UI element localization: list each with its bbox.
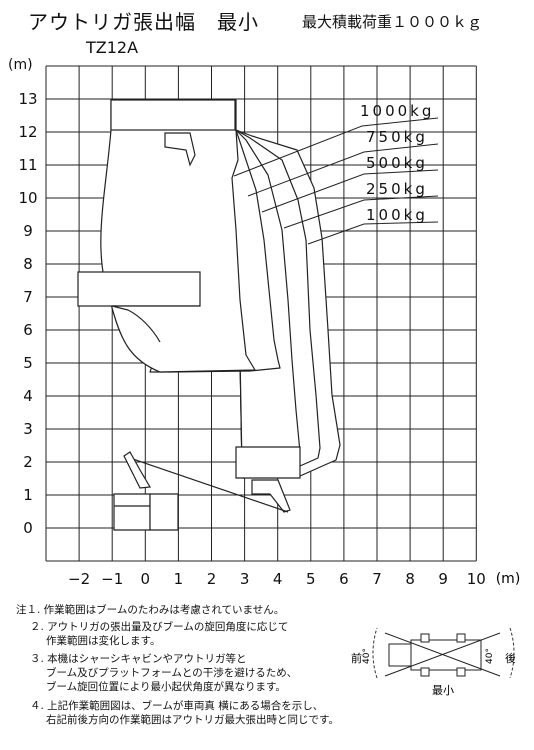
leader-500kg [261, 169, 439, 213]
y-tick-label: 9 [23, 222, 33, 240]
y-tick-label: 5 [23, 354, 33, 372]
leader-100kg [307, 221, 439, 245]
inset-dashed-circle-right [509, 627, 515, 679]
chassis-left [113, 493, 151, 531]
rotation-inset: 前 後 40° 40° 最小 [351, 627, 515, 697]
lower-bracket [251, 479, 291, 513]
leader-1000kg [233, 117, 439, 177]
leader-250kg [283, 195, 439, 229]
x-tick-label: 10 [467, 570, 486, 588]
load-label: 500kg [366, 154, 428, 172]
x-tick-label: 3 [240, 570, 250, 588]
y-tick-label: 4 [23, 387, 33, 405]
boom-line [123, 455, 289, 513]
boom-base [123, 451, 151, 489]
x-tick-label: 9 [438, 570, 448, 588]
x-tick-label: 0 [141, 570, 151, 588]
inset-angle-right: 40° [485, 648, 495, 664]
note-3-cont: ブーム及びプラットフォームとの干渉を避けるため、 [46, 667, 298, 679]
note-4-cont: 右記前後方向の作業範囲はアウトリガ最大張出時と同じです。 [46, 714, 339, 726]
load-label: 1000kg [360, 102, 434, 120]
x-tick-label: 1 [174, 570, 184, 588]
top-platform [110, 99, 236, 131]
y-tick-label: 3 [23, 420, 33, 438]
leader-750kg [247, 143, 439, 197]
load-label: 250kg [366, 180, 428, 198]
inset-front-label: 前 [351, 651, 362, 665]
load-label: 750kg [366, 128, 428, 146]
x-tick-label: 2 [207, 570, 217, 588]
y-tick-label: 12 [18, 123, 37, 141]
top-bracket [164, 132, 196, 167]
y-tick-label: 10 [18, 189, 37, 207]
model-name: TZ12A [86, 38, 139, 57]
load-label: 100kg [366, 206, 428, 224]
inset-dashed-circle [372, 627, 378, 679]
note-3-cont2: ブーム旋回位置により最小起伏角度が異なります。 [46, 681, 286, 693]
lower-platform [235, 446, 301, 479]
inset-cab [388, 643, 412, 667]
note-4: ４. 上記作業範囲図は、ブームが車両真 横にある場合を示し、 [30, 700, 324, 712]
x-tick-label: 7 [372, 570, 382, 588]
y-tick-label: 1 [23, 486, 33, 504]
y-tick-label: 11 [18, 156, 37, 174]
y-tick-label: 0 [23, 519, 33, 537]
x-tick-label: 8 [405, 570, 415, 588]
note-1: 注１. 作業範囲はブームのたわみは考慮されていません。 [16, 604, 285, 616]
y-tick-label: 2 [23, 453, 33, 471]
y-axis-unit: (m) [8, 57, 33, 73]
max-load-label: 最大積載荷重１０００ｋｇ [302, 13, 483, 31]
inset-angle-left: 40° [362, 648, 372, 664]
note-2: ２. アウトリガの張出量及びブームの旋回角度に応じて [30, 621, 289, 633]
diagram-title: アウトリガ張出幅 最小 [28, 10, 259, 34]
chassis-right [149, 493, 179, 531]
inset-rear-label: 後 [505, 651, 515, 665]
inset-label: 最小 [432, 684, 454, 697]
inset-body [410, 639, 482, 671]
x-tick-label: 6 [339, 570, 349, 588]
note-3: ３. 本機はシャーシキャビンやアウトリガ等と [30, 653, 247, 665]
y-tick-label: 7 [23, 288, 33, 306]
note-2-cont: 作業範囲は変化します。 [46, 635, 161, 647]
x-tick-label: −2 [68, 570, 90, 588]
left-bracket [111, 305, 200, 343]
x-tick-label: −1 [101, 570, 123, 588]
y-tick-label: 13 [18, 90, 37, 108]
x-axis-unit: (m) [496, 571, 521, 587]
x-tick-label: 5 [306, 570, 316, 588]
y-tick-label: 8 [23, 255, 33, 273]
x-tick-label: 4 [273, 570, 283, 588]
y-tick-label: 6 [23, 321, 33, 339]
left-platform [77, 271, 201, 307]
